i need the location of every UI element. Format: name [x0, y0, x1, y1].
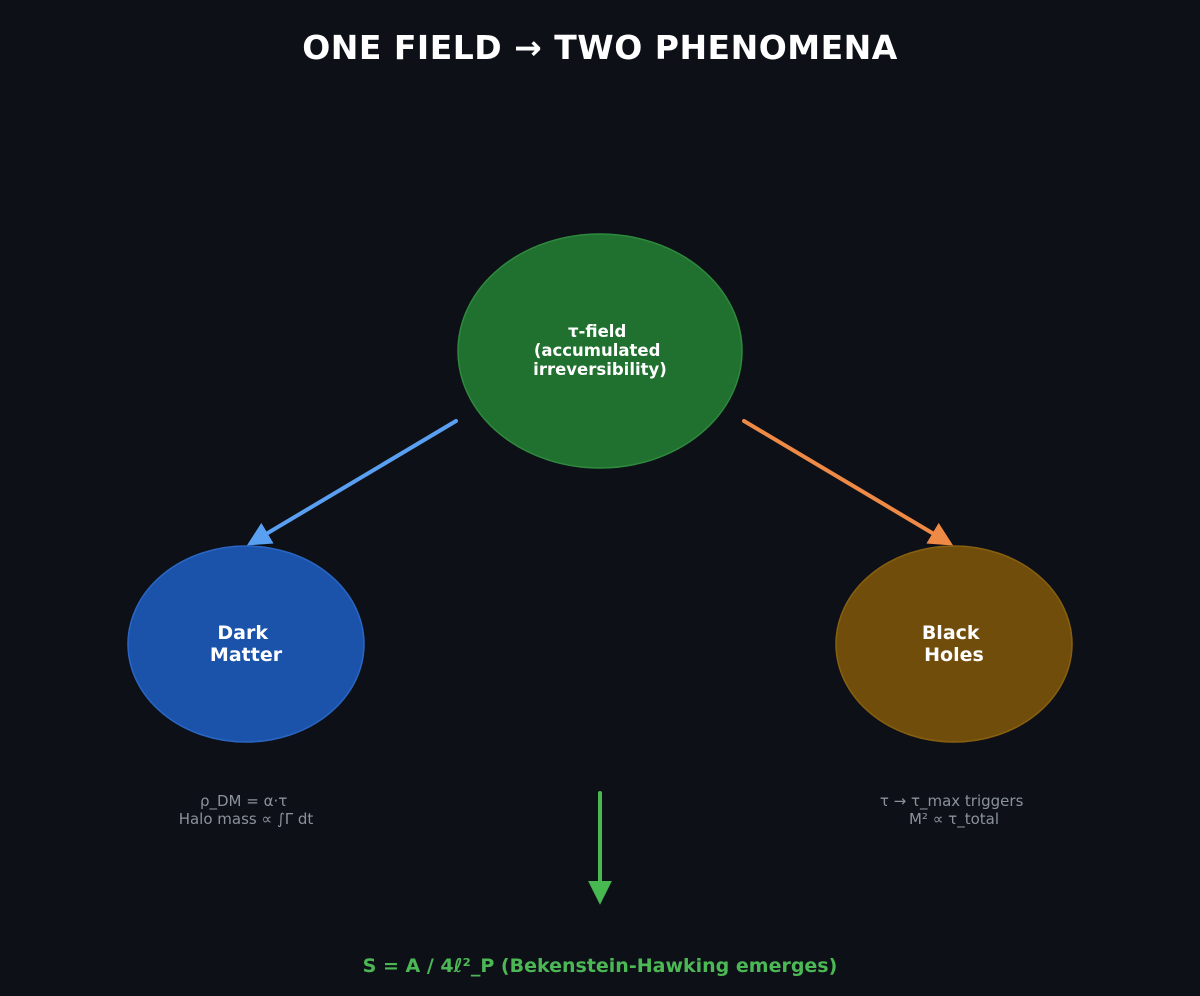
tau-field-ellipse: [457, 233, 743, 469]
black-holes-label-line: Black: [922, 622, 980, 644]
black-holes-note-line: τ → τ_max triggers: [880, 792, 1024, 811]
node-tau-field: τ-field (accumulated irreversibility): [457, 233, 743, 469]
entropy-formula: S = A / 4ℓ²_P (Bekenstein-Hawking emerge…: [363, 955, 838, 977]
node-black-holes: Black Holes: [835, 545, 1073, 743]
dark-matter-label-line: Matter: [210, 644, 283, 666]
black-holes-ellipse: [835, 545, 1073, 743]
tau-field-label-line: τ-field: [568, 322, 626, 341]
tau-field-label-line: irreversibility): [533, 360, 667, 379]
dark-matter-ellipse: [127, 545, 365, 743]
dark-matter-note-line: Halo mass ∝ ∫Γ dt: [179, 810, 314, 828]
black-holes-label: Black Holes: [922, 622, 986, 666]
dark-matter-label-line: Dark: [217, 622, 268, 644]
diagram-title: ONE FIELD → TWO PHENOMENA: [302, 28, 898, 67]
dark-matter-label: Dark Matter: [210, 622, 283, 666]
dark-matter-note: ρ_DM = α·τ Halo mass ∝ ∫Γ dt: [179, 792, 314, 828]
black-holes-label-line: Holes: [924, 644, 984, 666]
arrow-to-dark-matter: [246, 419, 458, 546]
black-holes-note: τ → τ_max triggers M² ∝ τ_total: [880, 792, 1028, 829]
tau-field-label: τ-field (accumulated irreversibility): [533, 322, 667, 379]
black-holes-note-line: M² ∝ τ_total: [909, 810, 999, 829]
dark-matter-note-line: ρ_DM = α·τ: [200, 792, 287, 811]
arrow-to-black-holes: [742, 419, 954, 546]
node-dark-matter: Dark Matter: [127, 545, 365, 743]
tau-field-label-line: (accumulated: [534, 341, 661, 360]
